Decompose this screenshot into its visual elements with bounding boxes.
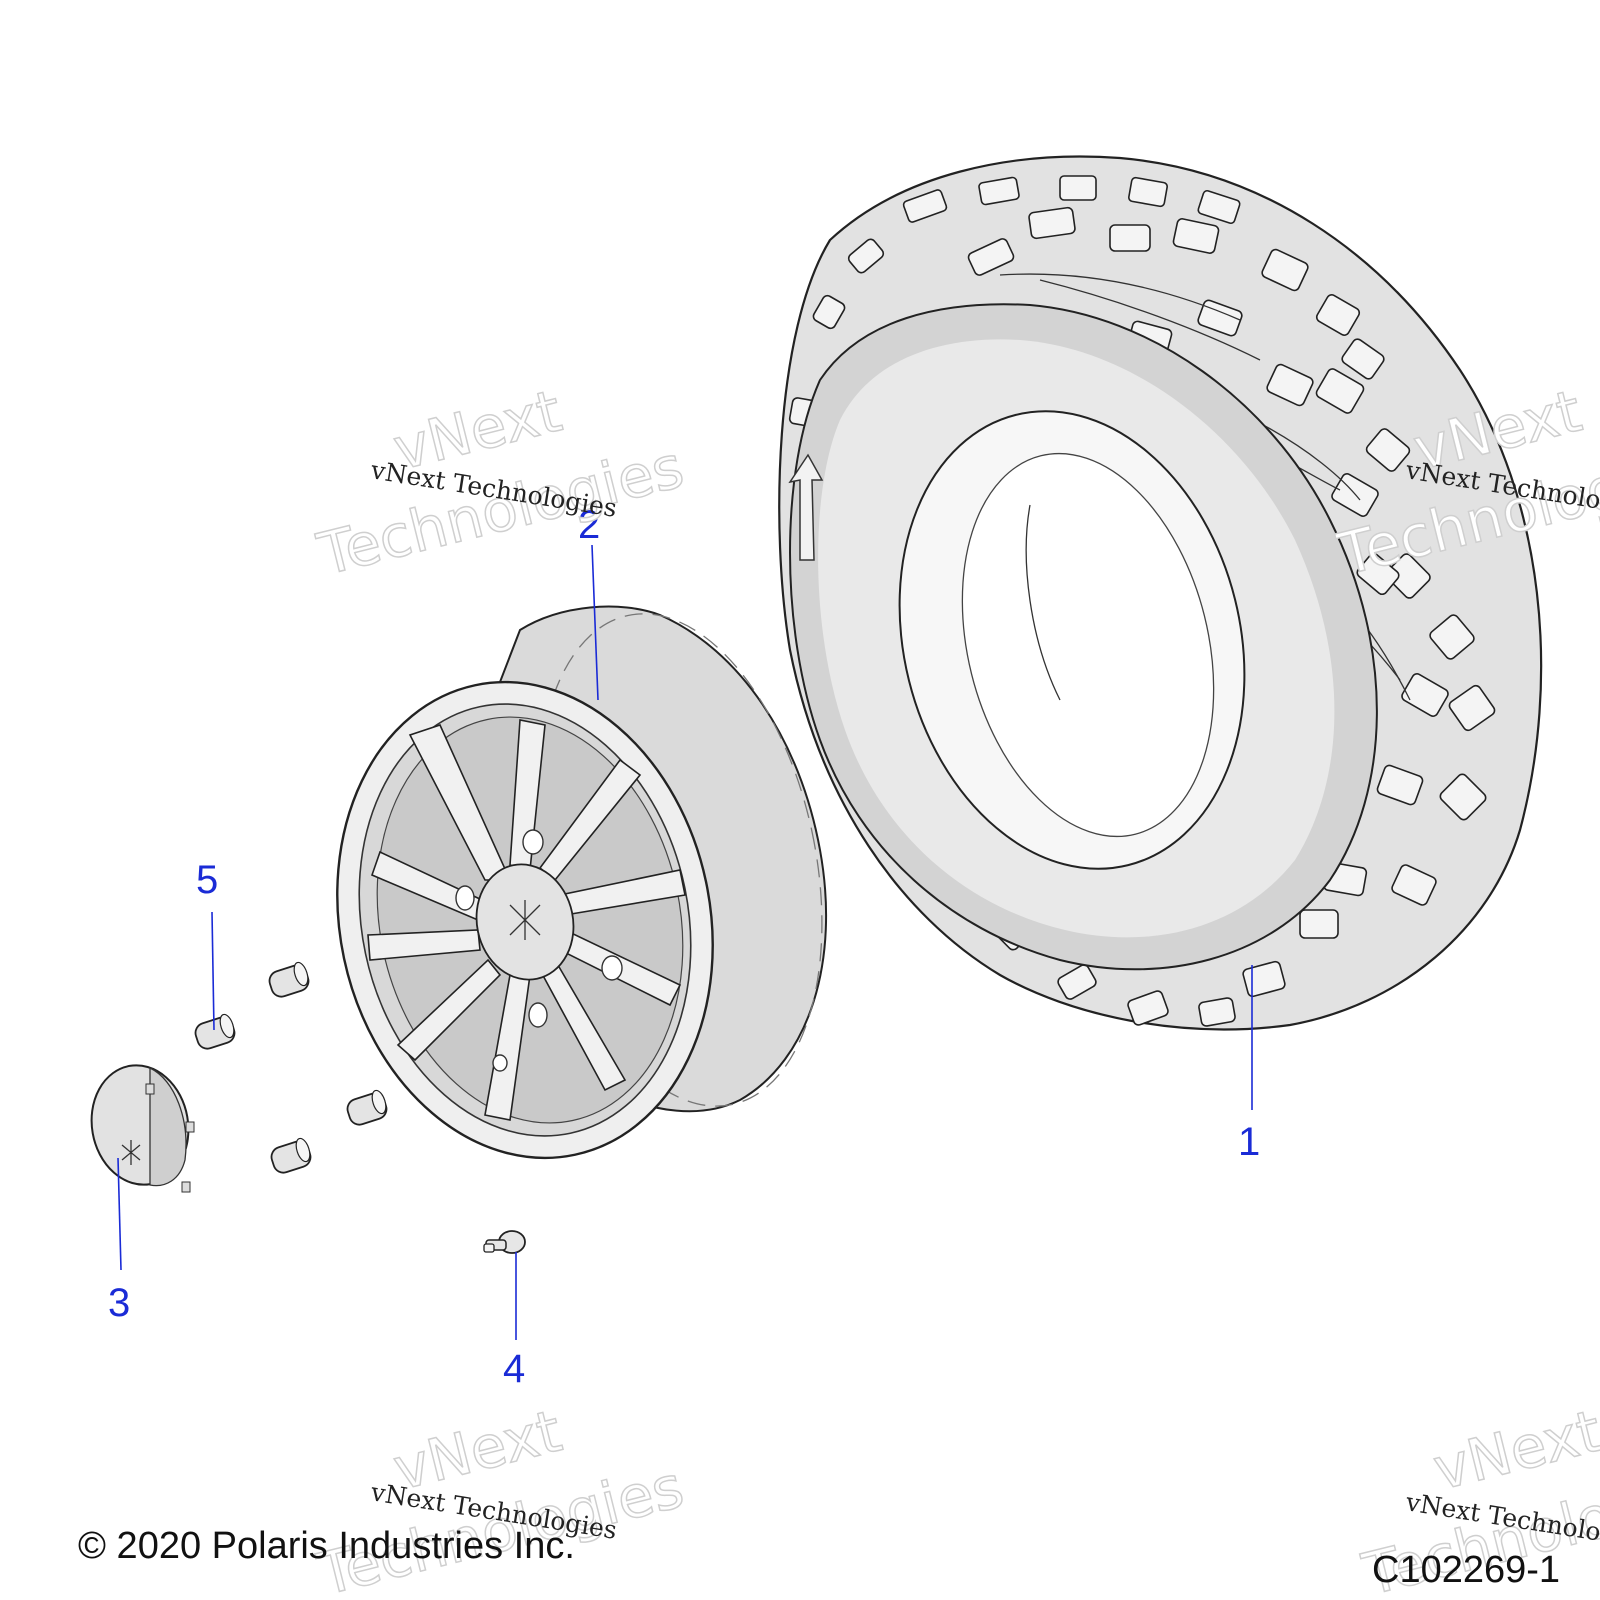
- lug-nut: [346, 1089, 388, 1126]
- figure-code: C102269-1: [1372, 1549, 1560, 1591]
- tread-blocks: [788, 175, 1496, 1027]
- leader-line-5: [211, 911, 215, 1031]
- valve-stem: [483, 1230, 526, 1254]
- lug-nut: [268, 961, 310, 998]
- lug-nuts: [194, 961, 388, 1174]
- callout-5: 5: [196, 858, 218, 902]
- tire: [778, 155, 1543, 1031]
- watermark-top-left: vNext Technologies vNext Technologies: [310, 376, 690, 590]
- lug-nut: [194, 1013, 236, 1050]
- callout-2: 2: [578, 503, 600, 547]
- lug-nut: [270, 1137, 312, 1174]
- callout-3: 3: [108, 1281, 130, 1325]
- copyright-notice: © 2020 Polaris Industries Inc.: [78, 1525, 575, 1567]
- watermark-bottom-left: vNext Technologies vNext Technologies: [310, 1396, 690, 1600]
- leader-line-2: [591, 544, 599, 701]
- callout-4: 4: [503, 1347, 525, 1391]
- callout-1: 1: [1238, 1120, 1260, 1164]
- center-cap: [90, 1064, 195, 1193]
- leader-line-3: [117, 1157, 122, 1271]
- wheel-rim: [336, 605, 828, 1160]
